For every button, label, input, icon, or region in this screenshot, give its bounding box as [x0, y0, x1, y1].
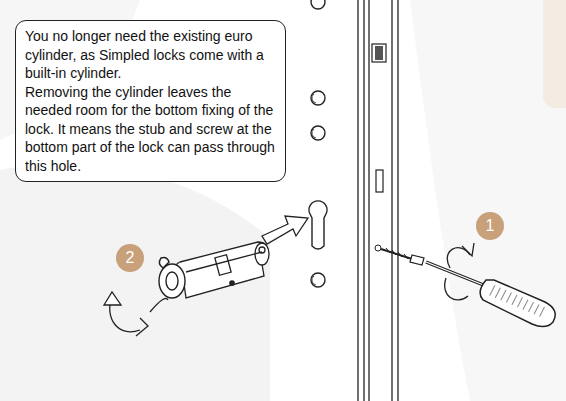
- note-text: Removing the cylinder leaves the needed …: [25, 83, 276, 176]
- door-holes: [309, 0, 327, 287]
- background-swoosh: [410, 0, 566, 401]
- callout-number: 2: [116, 244, 144, 272]
- rotation-arrow: [104, 292, 168, 336]
- bolt-slot: [376, 170, 383, 192]
- screwdriver: [381, 248, 555, 327]
- door-edge: [358, 0, 398, 401]
- latch-slot: [372, 44, 386, 62]
- note-text: You no longer need the existing euro cyl…: [25, 27, 276, 83]
- latch-slot: [375, 46, 383, 60]
- callout-number-text: 1: [486, 218, 495, 234]
- note-box: You no longer need the existing euro cyl…: [15, 20, 286, 182]
- key: [159, 258, 185, 299]
- door-hole-shading: [312, 94, 316, 285]
- corner-tab: [543, 0, 566, 108]
- euro-cylinder: [174, 242, 269, 298]
- fixing-hole: [375, 245, 381, 251]
- direction-arrow: [262, 216, 308, 244]
- callout-number-text: 2: [126, 250, 135, 266]
- rotation-arrow: [445, 243, 474, 300]
- callout-number: 1: [476, 212, 504, 240]
